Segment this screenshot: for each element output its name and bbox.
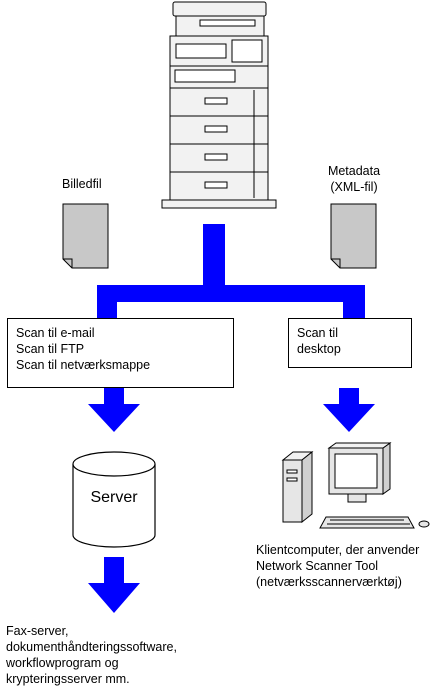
caption-line: Klientcomputer, der anvender [256,543,420,557]
caption-line: Fax-server, [6,624,69,638]
scan-destination-item: desktop [297,342,341,356]
arrow-down-icon [88,388,140,432]
image-file-label: Billedfil [62,177,102,191]
metadata-label-line: (XML-fil) [330,180,378,194]
printer-icon [161,1,277,209]
caption-line: workflowprogram og [6,656,119,670]
flow-connector [97,224,365,319]
image-file-document-icon [62,203,109,269]
server-label: Server [90,489,138,506]
scan-destination-item: Scan til FTP [16,342,85,356]
destination-servers-caption: Fax-server, dokumenthåndteringssoftware,… [6,623,177,687]
client-computer-icon [281,442,430,529]
caption-line: (netværksscannerværktøj) [256,575,402,589]
caption-line: dokumenthåndteringssoftware, [6,640,177,654]
scan-destination-item: Scan til e-mail [16,326,95,340]
client-computer-caption: Klientcomputer, der anvender Network Sca… [256,542,419,590]
scan-destination-item: Scan til netværksmappe [16,358,151,372]
metadata-label-line: Metadata [327,164,381,178]
metadata-label: Metadata (XML-fil) [318,163,390,195]
server-icon [72,451,156,548]
scan-destinations-box: Scan til e-mail Scan til FTP Scan til ne… [7,318,234,388]
arrow-down-icon [88,557,140,613]
arrow-down-icon [323,388,375,432]
caption-line: krypteringsserver mm. [6,672,130,686]
scan-to-desktop-box: Scan til desktop [288,318,412,368]
caption-line: Network Scanner Tool [256,559,379,573]
scan-destination-item: Scan til [297,326,338,340]
metadata-document-icon [330,203,377,269]
